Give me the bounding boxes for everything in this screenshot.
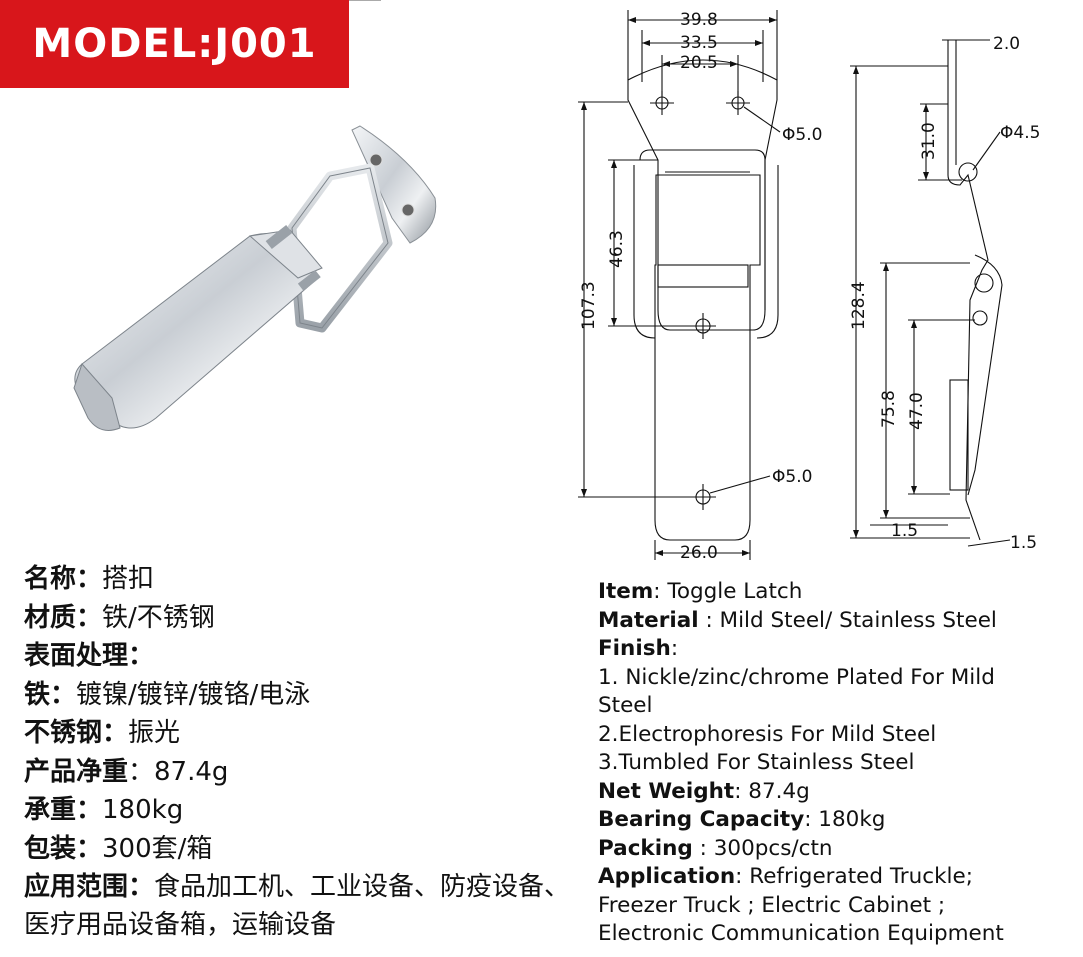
cn-iron-row: 铁：镀镍/镀锌/镀铬/电泳 [24, 679, 311, 710]
dim-20-5: 20.5 [680, 53, 718, 73]
dim-26-0: 26.0 [680, 543, 718, 563]
dim-1-5-b: 1.5 [1010, 533, 1037, 553]
dim-hole-top: Φ5.0 [782, 125, 822, 145]
divider [349, 0, 381, 1]
en-bearing-row: Bearing Capacity: 180kg [598, 807, 886, 832]
dim-33-5: 33.5 [680, 33, 718, 53]
dim-46-3: 46.3 [607, 230, 627, 268]
cn-application-row: 应用范围：食品加工机、工业设备、防疫设备、医疗用品设备箱，运输设备 [24, 872, 571, 940]
en-finish-1: 1. Nickle/zinc/chrome Plated For Mild [598, 664, 995, 690]
cn-name-row: 名称：搭扣 [24, 564, 155, 594]
en-weight-row: Net Weight: 87.4g [598, 778, 810, 804]
en-material-row: Material : Mild Steel/ Stainless Steel [598, 607, 997, 633]
en-application-2: Freezer Truck ; Electric Cabinet ; [598, 892, 946, 918]
cn-weight-row: 产品净重：87.4g [24, 756, 229, 787]
cn-load-row: 承重：180kg [24, 795, 184, 825]
toggle-latch-photo [73, 125, 437, 431]
dim-hole-side: Φ4.5 [1000, 123, 1040, 143]
dim-47-0: 47.0 [907, 392, 927, 430]
cn-pack-row: 包装：300套/箱 [24, 833, 213, 864]
dim-hole-bottom: Φ5.0 [772, 467, 812, 487]
en-finish-3: 3.Tumbled For Stainless Steel [598, 750, 915, 775]
en-packing-row: Packing : 300pcs/ctn [598, 835, 833, 861]
dim-75-8: 75.8 [879, 390, 899, 428]
en-finish-1b: Steel [598, 693, 653, 718]
dimension-drawing: 39.8 33.5 20.5 Φ5.0 107.3 46.3 Φ5.0 26.0… [578, 10, 1040, 563]
spec-list-cn: 名称：搭扣 材质：铁/不锈钢 表面处理： 铁：镀镍/镀锌/镀铬/电泳 不锈钢：振… [24, 560, 584, 944]
en-application-row: Application: Refrigerated Truckle; [598, 864, 973, 889]
dim-1-5-a: 1.5 [891, 521, 918, 541]
dim-39-8: 39.8 [680, 10, 718, 30]
model-banner: MODEL:J001 [0, 0, 349, 88]
dim-2-0: 2.0 [993, 34, 1020, 54]
spec-list-en: Item: Toggle Latch Material : Mild Steel… [598, 578, 1078, 949]
dim-107-3: 107.3 [579, 281, 599, 330]
en-finish-2: 2.Electrophoresis For Mild Steel [598, 721, 937, 747]
en-finish-row: Finish: [598, 636, 679, 661]
model-title: MODEL:J001 [32, 21, 317, 67]
cn-surface-row: 表面处理： [24, 641, 155, 671]
en-item-row: Item: Toggle Latch [598, 579, 803, 604]
cn-stainless-row: 不锈钢：振光 [24, 718, 181, 748]
cn-material-row: 材质：铁/不锈钢 [24, 602, 215, 633]
dim-31-0: 31.0 [919, 122, 939, 160]
dim-128-4: 128.4 [849, 281, 869, 330]
en-application-3: Electronic Communication Equipment [598, 921, 1004, 946]
